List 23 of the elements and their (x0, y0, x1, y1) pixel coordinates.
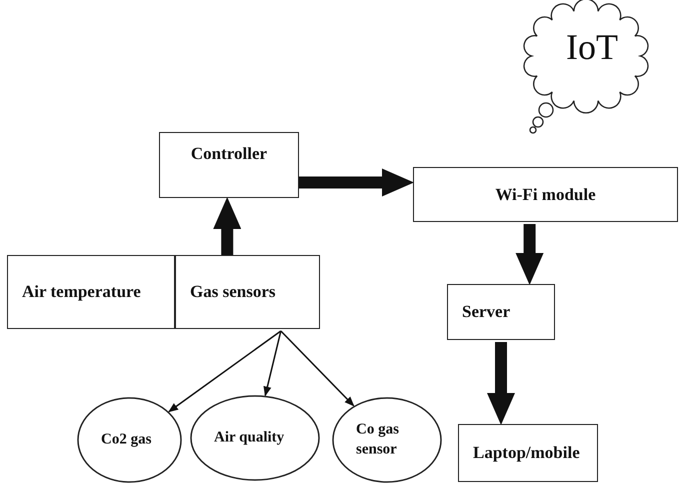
node-label: Air temperature (22, 280, 142, 303)
laptop-mobile-box (458, 424, 598, 482)
node-label: IoT (565, 26, 619, 69)
node-label: Air quality (214, 428, 286, 448)
arrow (168, 330, 282, 412)
server-box (447, 284, 555, 340)
thick-arrow (487, 342, 515, 425)
gas-sensors-box (175, 255, 320, 329)
node-label: Controller (190, 143, 268, 165)
node-label: Laptop/mobile (473, 442, 581, 464)
node-label: Co2 gas (101, 430, 152, 450)
node-label: Wi-Fi module (494, 183, 597, 206)
thick-arrow (516, 224, 544, 285)
node-label: Co gas sensor (356, 420, 400, 459)
arrow (280, 330, 354, 406)
wifi-module-box (413, 167, 678, 222)
controller-box (159, 132, 299, 198)
node-label: Gas sensors (190, 280, 276, 303)
air-temperature-box (7, 255, 175, 329)
arrow (263, 330, 282, 396)
node-label: Server (462, 300, 512, 323)
thick-arrow (213, 197, 242, 255)
thick-arrow (299, 168, 414, 196)
